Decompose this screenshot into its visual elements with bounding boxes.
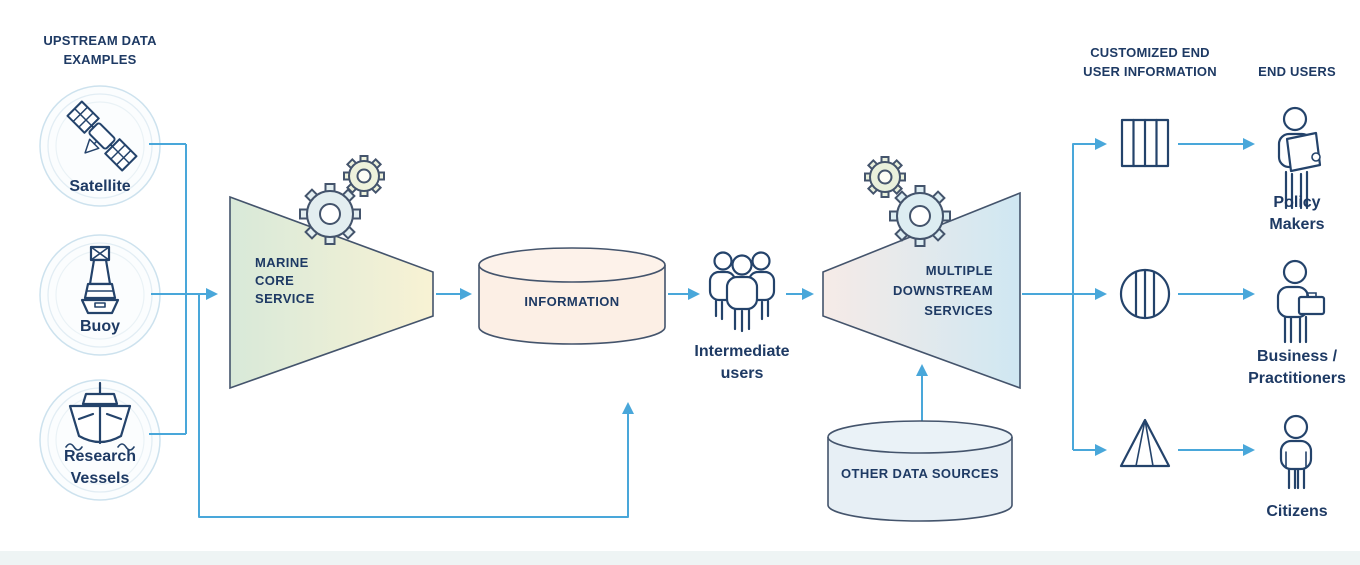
vertical-bars-circle-icon [1119,268,1171,320]
research-vessels-label: Research Vessels [63,448,137,487]
upstream-to-intermediate-loop-arrow [198,294,634,518]
gears-icon [864,156,951,247]
marine-core-service-label: MARINE CORE SERVICE [255,255,315,306]
business-practitioners-label: Business / Practitioners [1248,348,1346,387]
downstream-services-label: MULTIPLE DOWNSTREAM SERVICES [892,263,993,318]
citizens-label: Citizens [1266,503,1328,520]
information-label: INFORMATION [524,294,620,309]
end-users-title: END USERS [1258,64,1336,79]
people-group-icon [708,251,776,333]
satellite-icon [66,100,138,172]
other-data-sources-label: OTHER DATA SOURCES [841,466,999,481]
research-vessel-icon [65,381,135,451]
branch-to-top-channel-arrow [1072,138,1107,450]
upstream-data-title: UPSTREAM DATA EXAMPLES [43,33,157,67]
database-cylinder-icon [827,420,1013,522]
buoy-label: Buoy [80,318,120,335]
pyramid-icon [1119,418,1171,468]
business-practitioners-icon [1276,259,1326,344]
bottom-divider-band [0,551,1360,565]
vertical-bars-square-icon [1120,118,1170,168]
intermediate-users-label: Intermediate users [694,343,790,382]
database-cylinder-icon [478,247,666,345]
gears-icon [299,155,385,245]
policy-makers-label: Policy Makers [1269,194,1325,233]
satellite-label: Satellite [69,178,131,195]
flow-arrows [149,138,1255,518]
buoy-icon [80,245,120,315]
policy-makers-icon [1277,106,1322,210]
downstream-services-funnel [822,191,1021,390]
marine-core-service-funnel [229,195,434,390]
customized-end-user-title: CUSTOMIZED END USER INFORMATION [1083,45,1217,79]
citizen-icon [1279,414,1313,490]
